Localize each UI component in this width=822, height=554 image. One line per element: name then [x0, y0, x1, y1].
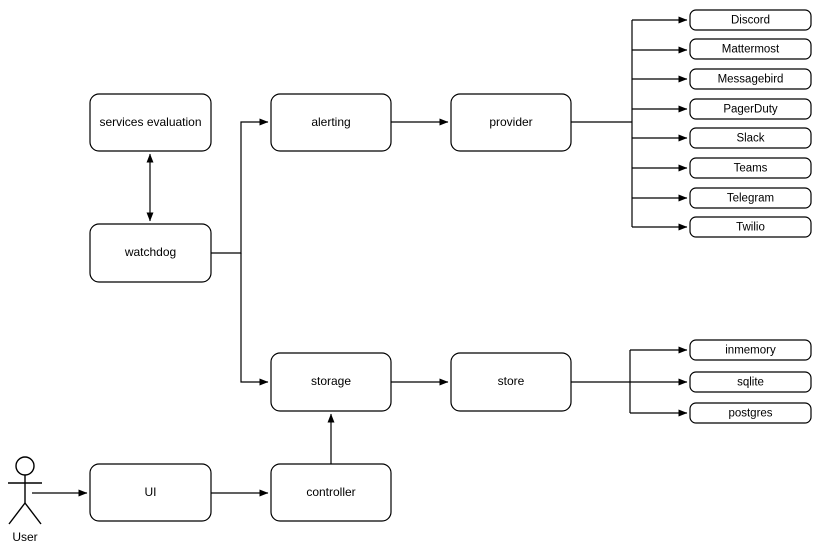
node-provider[interactable]: provider — [450, 93, 572, 152]
node-provider-label: provider — [489, 115, 532, 129]
node-store-postgres[interactable]: postgres — [689, 402, 812, 424]
node-provider-teams[interactable]: Teams — [689, 157, 812, 179]
node-ui[interactable]: UI — [89, 463, 212, 522]
node-provider-twilio-label: Twilio — [736, 222, 765, 234]
node-watchdog-box[interactable] — [89, 223, 212, 283]
node-provider-teams-label: Teams — [734, 163, 768, 175]
node-controller-label: controller — [306, 485, 355, 499]
node-provider-discord-label: Discord — [731, 15, 770, 27]
node-storage[interactable]: storage — [270, 352, 392, 412]
node-store-box[interactable] — [450, 352, 572, 412]
node-watchdog-label: watchdog — [124, 245, 176, 259]
node-provider-pagerduty-label: PagerDuty — [723, 104, 778, 116]
node-provider-slack-label: Slack — [736, 133, 764, 145]
edge-watchdog-alerting — [211, 118, 269, 254]
node-provider-slack[interactable]: Slack — [689, 127, 812, 149]
node-store-inmemory-box[interactable] — [689, 339, 812, 361]
node-provider-mattermost-label: Mattermost — [722, 44, 780, 56]
node-watchdog[interactable]: watchdog — [89, 223, 212, 283]
node-provider-pagerduty[interactable]: PagerDuty — [689, 98, 812, 120]
node-services-evaluation[interactable]: services evaluation — [89, 93, 212, 152]
edge-watchdog-storage — [240, 253, 269, 386]
node-store[interactable]: store — [450, 352, 572, 412]
node-provider-mattermost-box[interactable] — [689, 38, 812, 60]
node-ui-box[interactable] — [89, 463, 212, 522]
node-provider-twilio-box[interactable] — [689, 216, 812, 238]
node-provider-messagebird[interactable]: Messagebird — [689, 68, 812, 90]
node-store-inmemory[interactable]: inmemory — [689, 339, 812, 361]
actor-user-label: User — [12, 530, 37, 544]
node-provider-discord-box[interactable] — [689, 9, 812, 31]
node-services-evaluation-box[interactable] — [89, 93, 212, 152]
node-services-evaluation-label: services evaluation — [99, 115, 201, 129]
node-provider-pagerduty-box[interactable] — [689, 98, 812, 120]
node-provider-telegram[interactable]: Telegram — [689, 187, 812, 209]
node-alerting-box[interactable] — [270, 93, 392, 152]
node-provider-slack-box[interactable] — [689, 127, 812, 149]
actor-head-icon — [15, 456, 35, 476]
node-store-inmemory-label: inmemory — [725, 345, 776, 357]
node-alerting-label: alerting — [311, 115, 350, 129]
node-provider-discord[interactable]: Discord — [689, 9, 812, 31]
node-controller[interactable]: controller — [270, 463, 392, 522]
node-ui-label: UI — [145, 485, 157, 499]
node-storage-label: storage — [311, 374, 351, 388]
node-store-postgres-box[interactable] — [689, 402, 812, 424]
node-store-postgres-label: postgres — [728, 408, 772, 420]
node-provider-telegram-box[interactable] — [689, 187, 812, 209]
node-provider-messagebird-label: Messagebird — [718, 74, 784, 86]
node-provider-mattermost[interactable]: Mattermost — [689, 38, 812, 60]
node-store-sqlite[interactable]: sqlite — [689, 371, 812, 393]
node-provider-box[interactable] — [450, 93, 572, 152]
node-provider-messagebird-box[interactable] — [689, 68, 812, 90]
actor-user[interactable]: User — [8, 456, 42, 544]
node-alerting[interactable]: alerting — [270, 93, 392, 152]
node-provider-twilio[interactable]: Twilio — [689, 216, 812, 238]
node-store-label: store — [498, 374, 525, 388]
node-store-sqlite-box[interactable] — [689, 371, 812, 393]
node-controller-box[interactable] — [270, 463, 392, 522]
node-storage-box[interactable] — [270, 352, 392, 412]
node-store-sqlite-label: sqlite — [737, 377, 764, 389]
provider-list: Discord Mattermost Messagebird PagerDuty… — [689, 9, 812, 238]
node-provider-telegram-label: Telegram — [727, 193, 774, 205]
actor-right-leg-icon — [24, 502, 42, 525]
actor-left-leg-icon — [8, 502, 26, 525]
node-provider-teams-box[interactable] — [689, 157, 812, 179]
store-list: inmemory sqlite postgres — [689, 339, 812, 424]
